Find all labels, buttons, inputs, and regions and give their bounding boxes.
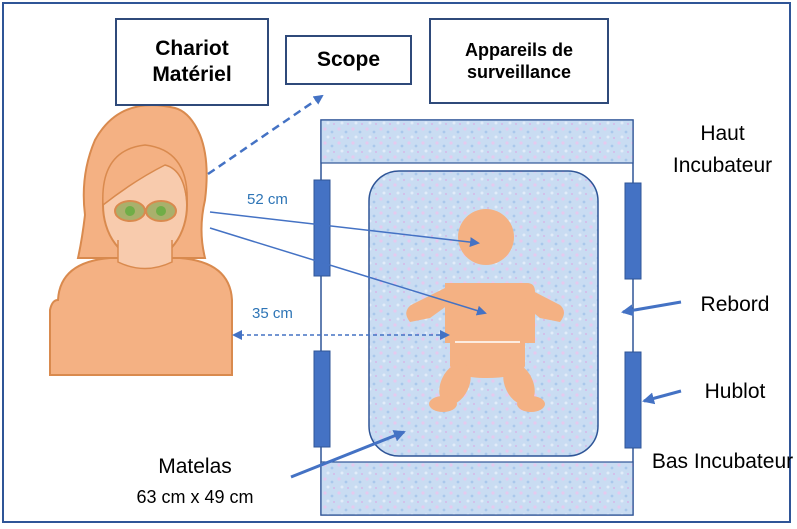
hublot-right-top (625, 183, 641, 279)
appareils-label: Appareils de surveillance (431, 39, 607, 84)
arrow-hublot (644, 391, 681, 401)
hublot-right-bottom (625, 352, 641, 448)
distance-52cm-label: 52 cm (247, 191, 288, 208)
scope-label: Scope (317, 47, 380, 73)
incubator-top-pad (321, 120, 633, 163)
incubator-bottom-pad (321, 462, 633, 515)
hublot-label: Hublot (680, 380, 790, 404)
arrow-to-scope (208, 96, 322, 174)
matelas-label: Matelas (110, 455, 280, 479)
distance-35cm-label: 35 cm (252, 305, 293, 322)
person-icon (50, 105, 232, 375)
scope-box: Scope (285, 35, 412, 85)
haut-incubateur-label: Haut Incubateur (650, 118, 795, 181)
matelas-size-label: 63 cm x 49 cm (100, 487, 290, 508)
rebord-label: Rebord (680, 293, 790, 317)
bas-incubateur-label: Bas Incubateur (650, 446, 795, 478)
chariot-materiel-box: Chariot Matériel (115, 18, 269, 106)
hublot-left-bottom (314, 351, 330, 447)
appareils-box: Appareils de surveillance (429, 18, 609, 104)
chariot-materiel-label: Chariot Matériel (117, 36, 267, 89)
